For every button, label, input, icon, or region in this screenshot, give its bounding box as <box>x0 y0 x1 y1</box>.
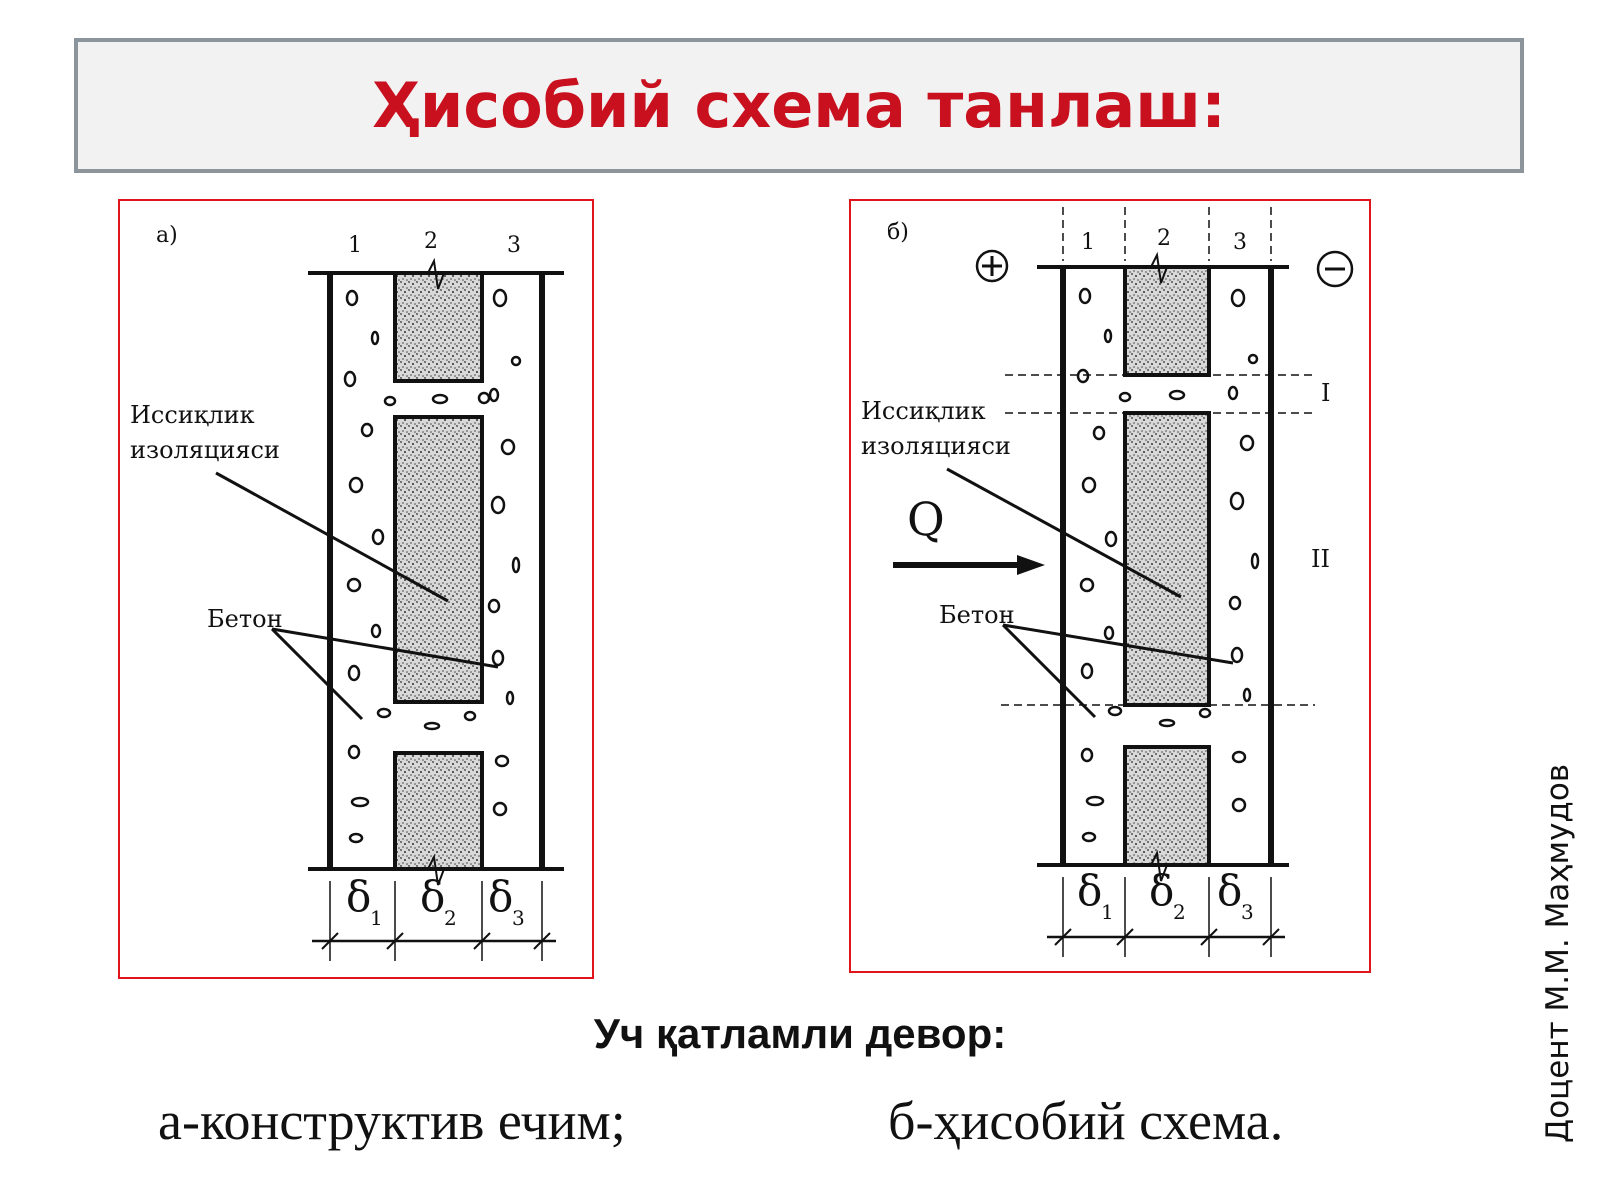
insulation-label-line-1: Иссиқлик <box>861 397 986 425</box>
insulation-label-line-1: Иссиқлик <box>130 401 255 429</box>
layer-number-3: 3 <box>507 233 521 258</box>
thickness-symbol-3: δ <box>488 872 513 921</box>
diagram-a-label: а) <box>156 223 178 248</box>
layer-number-1: 1 <box>1081 230 1095 255</box>
title-box: Ҳисобий схема танлаш: <box>74 38 1524 173</box>
insulation-label-line-2: изоляцияси <box>861 432 1011 460</box>
thickness-symbol-3: δ <box>1217 866 1242 915</box>
diagram-b-panel: б) 1 2 3 + − Q I II Иссиқлик изоляцияси … <box>849 199 1371 973</box>
caption-heading: Уч қатламли девор: <box>593 1010 1007 1057</box>
thickness-sub-1: 1 <box>370 906 383 930</box>
thickness-symbol-1: δ <box>1077 866 1102 915</box>
thickness-symbol-2: δ <box>1149 866 1174 915</box>
caption-b: б-ҳисобий схема. <box>888 1091 1284 1151</box>
thickness-sub-1: 1 <box>1101 900 1114 924</box>
layer-number-1: 1 <box>348 233 362 258</box>
thickness-sub-2: 2 <box>444 906 457 930</box>
page-title: Ҳисобий схема танлаш: <box>372 69 1226 142</box>
layer-number-2: 2 <box>1157 226 1171 251</box>
author-credit: Доцент М.М. Маҳмудов <box>1540 763 1576 1143</box>
diagram-a-svg: а) 1 2 3 Иссиқлик изоляцияси Бетон δ 1 δ… <box>130 223 564 961</box>
heat-flow-label: Q <box>907 492 945 546</box>
insulation-label-line-2: изоляцияси <box>130 436 280 464</box>
caption-a: а-конструктив ечим; <box>158 1091 626 1151</box>
thickness-symbol-1: δ <box>346 872 371 921</box>
zone-label-1: I <box>1321 379 1330 407</box>
thickness-symbol-2: δ <box>420 872 445 921</box>
diagram-a-panel: а) 1 2 3 Иссиқлик изоляцияси Бетон δ 1 δ… <box>118 199 594 979</box>
concrete-label: Бетон <box>939 601 1015 629</box>
layer-number-3: 3 <box>1233 230 1247 255</box>
concrete-label: Бетон <box>207 605 283 633</box>
thickness-sub-2: 2 <box>1173 900 1186 924</box>
diagram-b-label: б) <box>887 220 909 245</box>
thickness-sub-3: 3 <box>1241 900 1254 924</box>
layer-number-2: 2 <box>424 229 438 254</box>
thickness-sub-3: 3 <box>512 906 525 930</box>
zone-label-2: II <box>1311 545 1330 573</box>
diagram-b-svg: б) 1 2 3 + − Q I II Иссиқлик изоляцияси … <box>861 207 1354 957</box>
